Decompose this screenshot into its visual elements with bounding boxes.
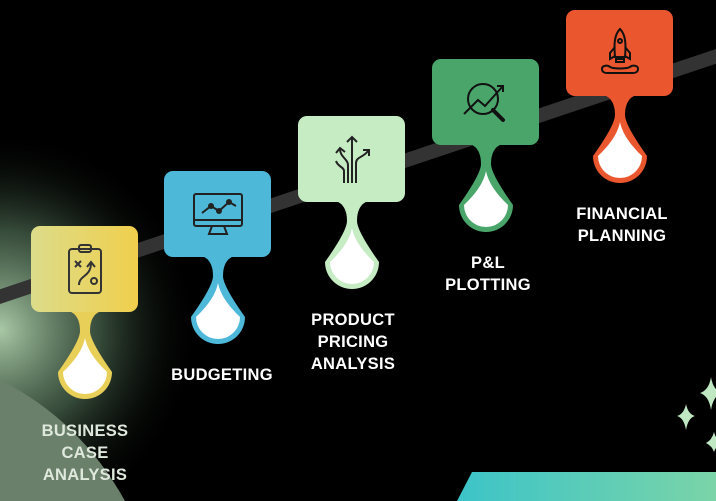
step-label-budgeting: BUDGETING <box>142 364 302 386</box>
sparkle-icon <box>677 404 695 430</box>
hill-shape <box>0 380 125 501</box>
label-line: PRODUCT <box>311 311 395 329</box>
step-card-pl-plotting[interactable] <box>432 59 539 145</box>
label-line: PLANNING <box>577 227 667 245</box>
label-line: PRICING <box>317 333 389 351</box>
branching-arrows-icon <box>334 135 370 183</box>
monitor-chart-icon <box>192 193 243 235</box>
drop-pin-center <box>196 283 240 339</box>
label-line: FINANCIAL <box>576 205 668 223</box>
label-line: ANALYSIS <box>42 466 128 484</box>
step-label-financial-planning: FINANCIAL PLANNING <box>542 203 702 247</box>
label-line: BUDGETING <box>171 366 273 384</box>
sparkle-icon <box>706 432 716 452</box>
step-card-business-case-analysis[interactable] <box>31 226 138 312</box>
clipboard-strategy-icon <box>67 244 102 294</box>
label-line: BUSINESS <box>41 422 129 440</box>
sparkle-icon <box>700 377 716 410</box>
label-line: CASE <box>61 444 109 462</box>
step-card-budgeting[interactable] <box>164 171 271 257</box>
step-label-pl-plotting: P&L PLOTTING <box>408 252 568 296</box>
rocket-launch-icon <box>600 27 639 74</box>
drop-pin-center <box>63 338 107 394</box>
step-label-business-case-analysis: BUSINESS CASE ANALYSIS <box>5 420 165 486</box>
step-label-product-pricing-analysis: PRODUCT PRICING ANALYSIS <box>273 309 433 375</box>
step-card-financial-planning[interactable] <box>566 10 673 96</box>
drop-pin-center <box>330 228 374 284</box>
teal-band <box>457 472 716 501</box>
label-line: P&L <box>471 254 505 272</box>
drop-pin-center <box>598 122 642 178</box>
drop-pin-center <box>464 171 508 227</box>
label-line: ANALYSIS <box>310 355 396 373</box>
step-card-product-pricing-analysis[interactable] <box>298 116 405 202</box>
magnifier-trend-icon <box>462 83 505 122</box>
label-line: PLOTTING <box>445 276 531 294</box>
